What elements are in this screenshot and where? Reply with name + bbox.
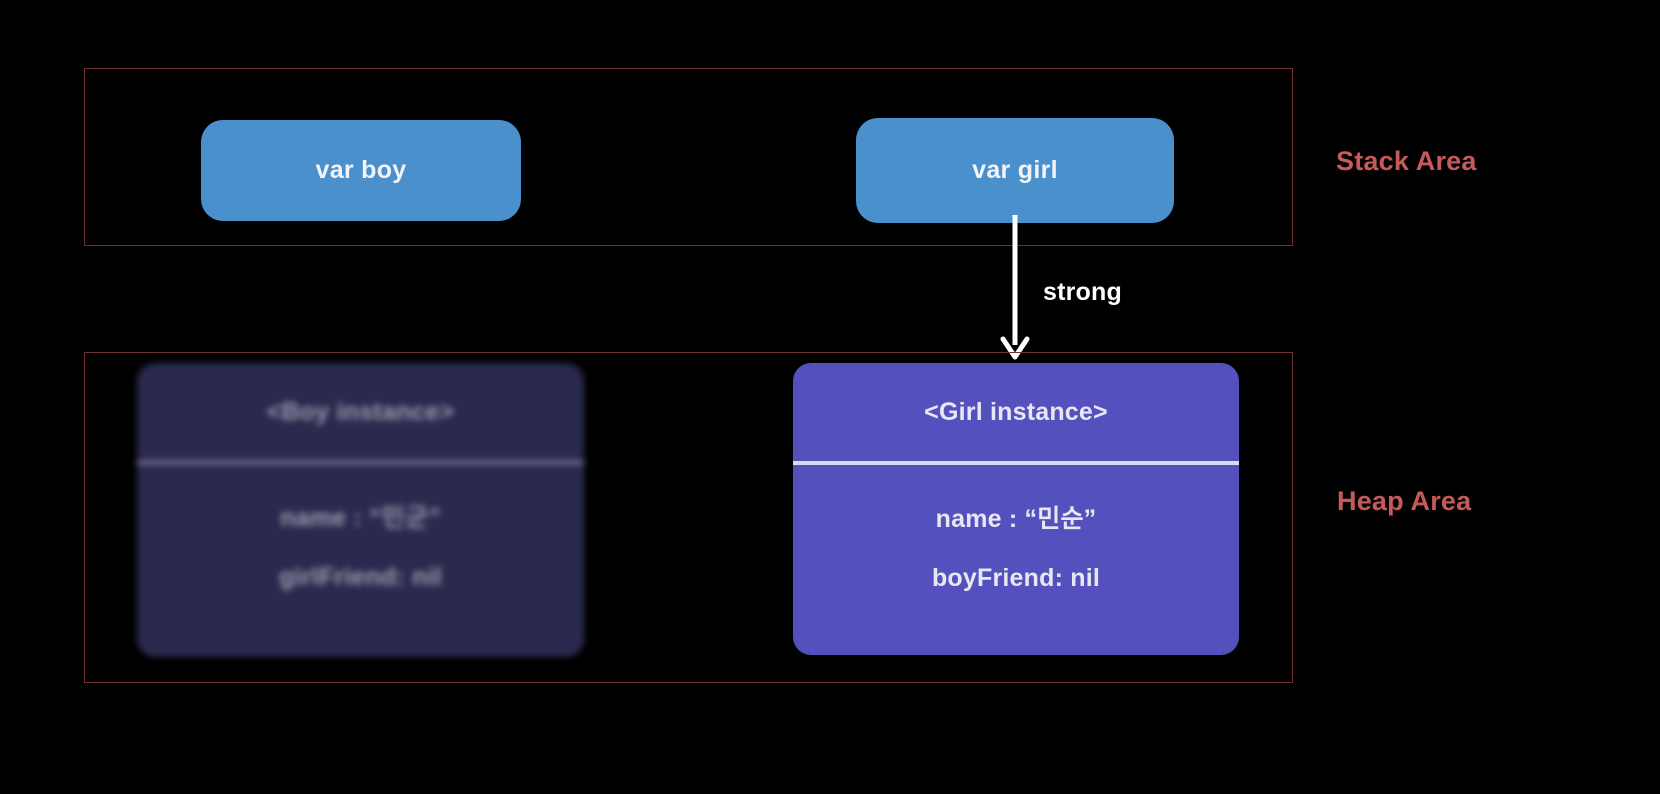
heap-area-label: Heap Area bbox=[1337, 486, 1472, 516]
heap-area-frame bbox=[84, 352, 1293, 683]
heap-instance-boy-divider bbox=[137, 461, 584, 464]
stack-variable-girl[interactable]: var girl bbox=[856, 118, 1174, 223]
heap-instance-girl-property-name: name : “민순” bbox=[935, 505, 1097, 533]
heap-instance-boy-property-girlfriend: girlFriend: nil bbox=[279, 563, 442, 591]
strong-reference-arrow bbox=[1000, 215, 1030, 360]
strong-reference-label: strong bbox=[1043, 278, 1122, 306]
stack-variable-boy-label: var boy bbox=[315, 156, 407, 184]
heap-instance-girl[interactable]: <Girl instance> name : “민순” boyFriend: n… bbox=[793, 363, 1239, 655]
heap-instance-boy-property-name: name : “민군” bbox=[280, 504, 441, 532]
heap-instance-girl-body: name : “민순” boyFriend: nil bbox=[793, 465, 1239, 655]
heap-instance-boy-title: <Boy instance> bbox=[266, 397, 455, 426]
stack-variable-boy[interactable]: var boy bbox=[201, 120, 521, 221]
stack-area-label: Stack Area bbox=[1336, 146, 1477, 176]
heap-instance-girl-property-boyfriend: boyFriend: nil bbox=[931, 564, 1101, 592]
stack-variable-girl-label: var girl bbox=[972, 156, 1058, 184]
heap-instance-girl-title: <Girl instance> bbox=[924, 397, 1108, 426]
stack-area-frame bbox=[84, 68, 1293, 246]
heap-instance-girl-divider bbox=[793, 461, 1239, 465]
heap-instance-boy[interactable]: <Boy instance> name : “민군” girlFriend: n… bbox=[137, 363, 584, 657]
heap-instance-boy-body: name : “민군” girlFriend: nil bbox=[137, 464, 584, 657]
